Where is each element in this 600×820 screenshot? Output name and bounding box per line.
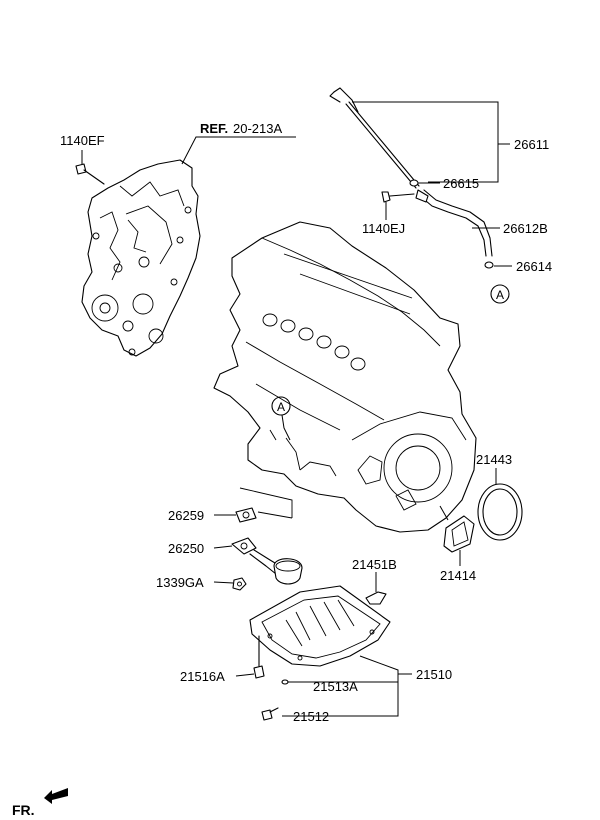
front-arrow-icon — [44, 788, 68, 804]
ref-value: 20-213A — [233, 121, 282, 136]
gasket-26259 — [235, 507, 257, 523]
label-21512: 21512 — [293, 709, 329, 724]
label-21443: 21443 — [476, 452, 512, 467]
label-26615: 26615 — [443, 176, 479, 191]
rear-oil-seal-21443 — [477, 483, 523, 541]
label-21516a: 21516A — [180, 669, 225, 684]
drain-plug-21516a — [253, 635, 265, 679]
bolt-21512 — [261, 707, 279, 721]
label-21513a: 21513A — [313, 679, 358, 694]
label-26250: 26250 — [168, 541, 204, 556]
bolt-1140ef — [75, 150, 105, 185]
ref-prefix: REF. — [200, 121, 228, 136]
timing-cover — [81, 159, 201, 357]
guide-tube-26612b — [415, 189, 493, 257]
bolt-1140ej — [381, 191, 415, 203]
o-ring-26615 — [409, 179, 419, 187]
label-21451b: 21451B — [352, 557, 397, 572]
oil-pan-21510 — [249, 585, 391, 667]
seal-case-21414 — [443, 515, 475, 553]
front-label: FR. — [12, 802, 35, 818]
cylinder-block — [213, 221, 477, 533]
label-1339ga: 1339GA — [156, 575, 204, 590]
o-ring-26614 — [484, 261, 494, 269]
baffle-21451b — [365, 591, 387, 605]
part-labels: REF. 20-213A 1140EF 26611 26615 1140EJ 2… — [60, 121, 552, 724]
oil-screen-26250 — [231, 537, 303, 585]
label-26259: 26259 — [168, 508, 204, 523]
label-26612b: 26612B — [503, 221, 548, 236]
label-26611: 26611 — [514, 137, 549, 152]
dipstick-26611 — [329, 87, 420, 189]
label-21510: 21510 — [416, 667, 452, 682]
marker-a-block-label: A — [277, 400, 285, 414]
label-1140ef: 1140EF — [60, 133, 105, 148]
washer-21513a — [281, 679, 289, 685]
label-26614: 26614 — [516, 259, 552, 274]
guide-lines — [239, 487, 293, 519]
front-indicator: FR. — [12, 788, 68, 818]
nut-1339ga — [232, 577, 247, 591]
leader-lines — [181, 101, 512, 717]
marker-a-tube-label: A — [496, 288, 504, 302]
marker-a-block: A — [271, 396, 291, 441]
label-1140ej: 1140EJ — [362, 221, 405, 236]
marker-a-tube: A — [490, 284, 510, 304]
label-21414: 21414 — [440, 568, 476, 583]
